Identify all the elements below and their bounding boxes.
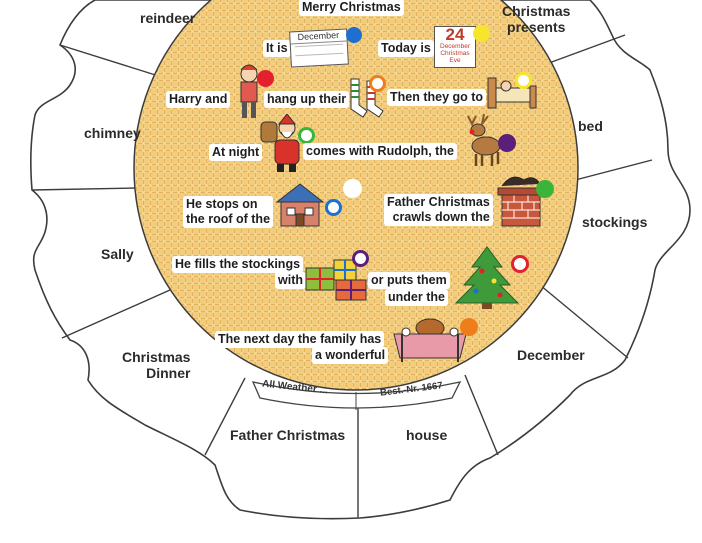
label-stockings: stockings [582, 214, 648, 230]
label-sally: Sally [101, 246, 134, 262]
calendar-icon: December [289, 28, 349, 68]
dot-red [257, 70, 274, 87]
dot-green-ring [298, 127, 315, 144]
text-comes-with-rudolph: comes with Rudolph, the [303, 143, 457, 160]
text-under-the: under the [385, 289, 448, 306]
text-with: with [275, 272, 306, 289]
label-christmas-presents: Christmas presents [502, 3, 571, 35]
dot-yellow [473, 25, 490, 42]
text-at-night: At night [209, 144, 263, 161]
text-it-is: It is [263, 40, 291, 57]
stockings-icon [350, 78, 384, 118]
text-father-christmas-crawls: Father Christmas crawls down the [384, 194, 493, 226]
text-next-day-1: The next day the family has [215, 331, 385, 348]
santa-icon [260, 114, 300, 172]
text-or-puts-them: or puts them [368, 272, 450, 289]
girl-icon [240, 64, 258, 118]
label-house: house [406, 427, 448, 443]
label-reindeer: reindeer [140, 10, 196, 26]
label-december: December [517, 347, 585, 363]
dot-purple [498, 134, 516, 152]
text-then-they-go-to: Then they go to [387, 89, 487, 106]
dot-blue-ring [325, 199, 342, 216]
label-chimney: chimney [84, 125, 141, 141]
christmas-tree-icon [454, 246, 520, 309]
label-christmas-dinner: Christmas Dinner [122, 349, 191, 381]
label-bed: bed [578, 118, 603, 134]
text-hang-up-their: hang up their [264, 91, 350, 108]
dot-purple-ring [352, 250, 369, 267]
chimney-icon [497, 176, 545, 227]
presents-icon [305, 259, 367, 301]
text-he-stops-on: He stops on the roof of the [183, 196, 274, 228]
calendar-eve-icon: 24 December Christmas Eve [434, 26, 476, 68]
text-he-fills-the-stockings: He fills the stockings [172, 256, 304, 273]
text-harry-and: Harry and [166, 91, 231, 108]
dot-white [343, 179, 362, 198]
dot-orange-ring [369, 75, 386, 92]
dot-green [536, 180, 554, 198]
dinner-table-icon [393, 318, 467, 362]
bed-icon [487, 77, 537, 109]
text-next-day-2: a wonderful [312, 347, 389, 364]
dot-yellow-ring [515, 72, 532, 89]
label-father-christmas: Father Christmas [230, 427, 346, 443]
dot-red-ring [511, 255, 529, 273]
text-today-is: Today is [378, 40, 434, 57]
house-icon [275, 183, 325, 227]
title-merry-christmas: Merry Christmas [299, 0, 404, 16]
dot-orange [460, 318, 478, 336]
dot-blue [346, 27, 362, 43]
